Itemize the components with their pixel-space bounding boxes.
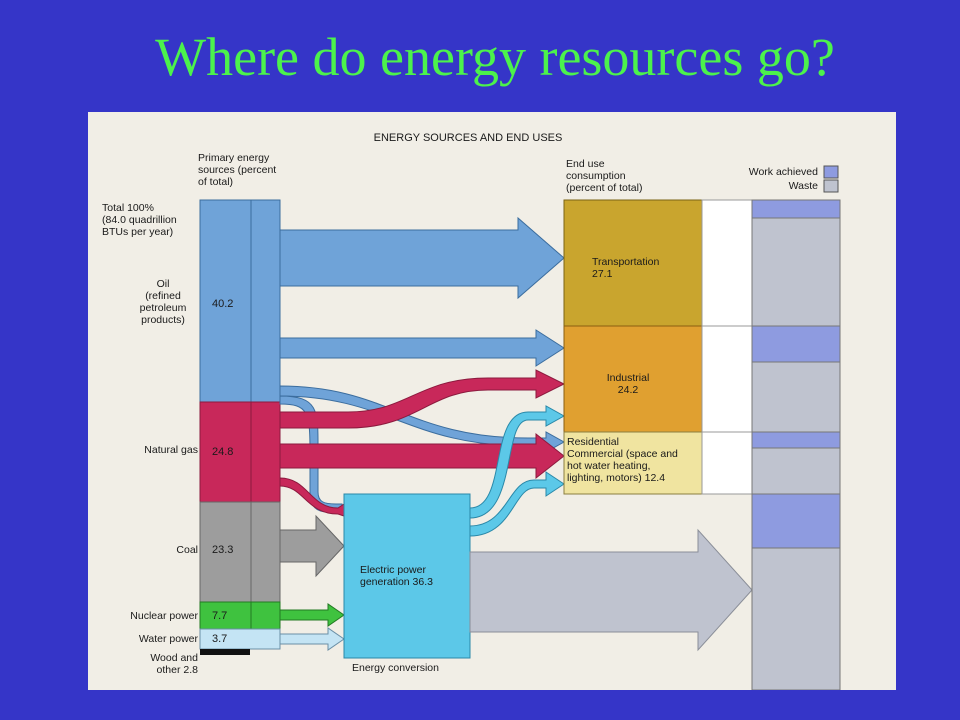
- wood-name-label: Wood and other 2.8: [150, 652, 198, 676]
- industrial-box: [563, 325, 703, 433]
- residential-waste-bar: [751, 447, 841, 495]
- gas-industrial-flow: [279, 369, 566, 429]
- industrial-label: Industrial 24.2: [606, 372, 650, 396]
- slide-title: Where do energy resources go?: [155, 27, 835, 87]
- electric-waste-arrow: [469, 528, 753, 652]
- oil-residential-flow: [279, 385, 566, 453]
- oil-value-label: 40.2: [212, 298, 234, 310]
- energy-flow-figure: ENERGY SOURCES AND END USES Primary ener…: [88, 112, 896, 690]
- oil-transport-arrow: [279, 216, 565, 300]
- transportation-label: Transportation 27.1: [592, 256, 660, 280]
- coal-value-label: 23.3: [212, 544, 234, 556]
- water-value-label: 3.7: [212, 633, 228, 645]
- electric-generation-box: [343, 493, 471, 659]
- end-use-header: End use consumption (percent of total): [566, 158, 643, 194]
- industrial-side: [701, 325, 753, 433]
- oil-name-label: Oil (refined petroleum products): [139, 278, 187, 326]
- water-name-label: Water power: [138, 633, 198, 645]
- legend-waste-swatch: [823, 179, 839, 193]
- gas-residential-arrow: [279, 432, 565, 480]
- industrial-work-bar: [751, 325, 841, 363]
- residential-work-bar: [751, 431, 841, 449]
- nuclear-name-label: Nuclear power: [130, 610, 198, 622]
- nuclear-electric-arrow: [279, 603, 345, 627]
- residential-side: [701, 431, 753, 495]
- legend-work-swatch: [823, 165, 839, 179]
- natural-gas-source-bar: [199, 401, 281, 503]
- water-electric-arrow: [279, 627, 345, 651]
- coal-electric-arrow: [279, 514, 345, 578]
- residential-label: Residential Commercial (space and hot wa…: [567, 436, 678, 484]
- electric-industrial-flow: [469, 405, 566, 519]
- conversion-label: Energy conversion: [352, 662, 439, 674]
- residential-box: [563, 431, 703, 495]
- figure-heading: ENERGY SOURCES AND END USES: [373, 132, 563, 144]
- transportation-side: [701, 199, 753, 327]
- nuclear-value-label: 7.7: [212, 610, 228, 622]
- coal-source-bar: [199, 501, 281, 603]
- gas-value-label: 24.8: [212, 446, 234, 458]
- legend-work-label: Work achieved: [748, 166, 818, 178]
- wood-source-bar: [200, 649, 250, 655]
- transport-waste-bar: [751, 217, 841, 327]
- gas-name-label: Natural gas: [144, 444, 198, 456]
- electric-work-bar: [751, 493, 841, 549]
- oil-industrial-arrow: [279, 329, 565, 367]
- industrial-waste-bar: [751, 361, 841, 433]
- primary-header: Primary energy sources (percent of total…: [198, 152, 277, 188]
- transport-work-bar: [751, 199, 841, 219]
- total-label: Total 100% (84.0 quadrillion BTUs per ye…: [102, 202, 177, 238]
- coal-name-label: Coal: [176, 544, 198, 556]
- legend-waste-label: Waste: [788, 180, 818, 192]
- electric-label: Electric power generation 36.3: [360, 564, 433, 588]
- sankey-diagram: [199, 165, 841, 690]
- electric-residential-flow: [469, 471, 565, 537]
- electric-waste-bar: [751, 547, 841, 690]
- oil-source-bar: [199, 199, 281, 403]
